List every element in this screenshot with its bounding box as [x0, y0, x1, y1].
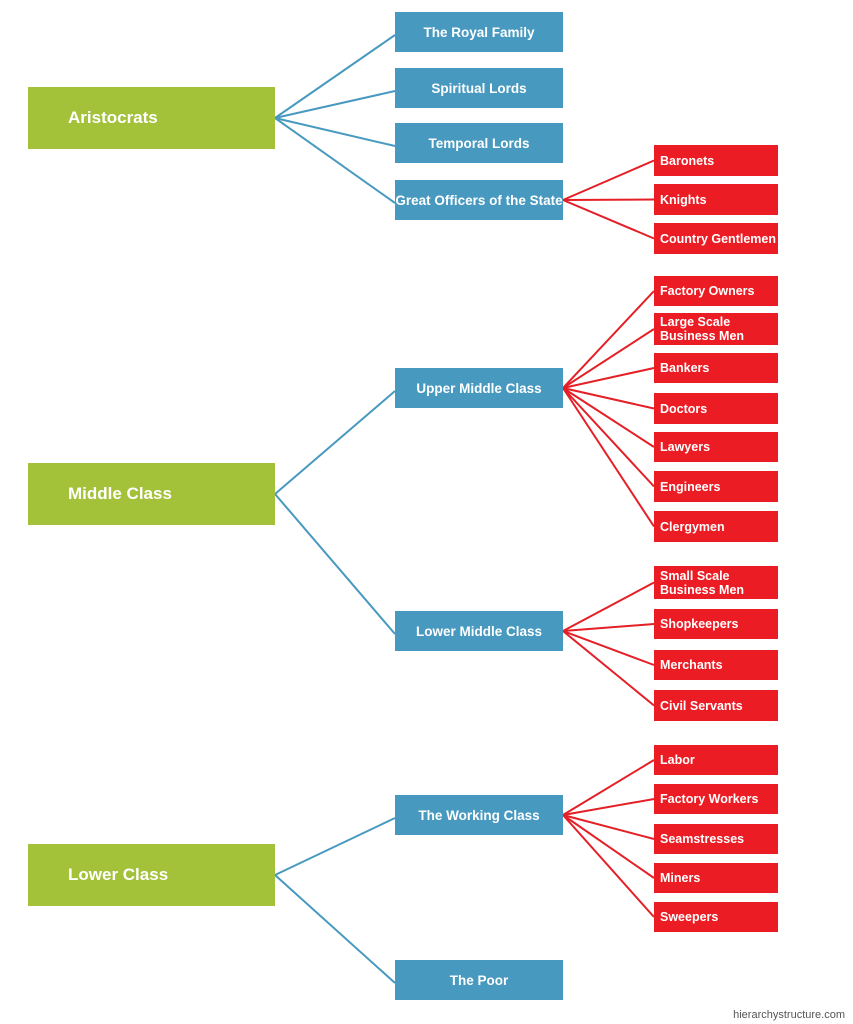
level3-box-shopkeepers-label: Shopkeepers — [660, 617, 739, 631]
connector-middle-class-to-upper-middle-class — [274, 390, 396, 495]
connector-lower-class-to-the-poor — [274, 874, 396, 984]
connector-the-working-class-to-labor — [562, 759, 655, 816]
level3-box-large-scale-business-men: Large Scale Business Men — [654, 313, 778, 345]
level2-box-upper-middle-class-label: Upper Middle Class — [416, 380, 542, 396]
connector-the-working-class-to-seamstresses — [562, 814, 655, 840]
connector-the-working-class-to-factory-workers — [562, 798, 655, 816]
level3-box-merchants: Merchants — [654, 650, 778, 680]
level3-box-civil-servants: Civil Servants — [654, 690, 778, 721]
level3-box-factory-owners-label: Factory Owners — [660, 284, 755, 298]
level3-box-factory-workers: Factory Workers — [654, 784, 778, 814]
level3-box-sweepers-label: Sweepers — [660, 910, 719, 924]
level3-box-doctors: Doctors — [654, 393, 778, 424]
level3-box-labor-label: Labor — [660, 753, 695, 767]
level3-box-knights: Knights — [654, 184, 778, 215]
level3-box-bankers-label: Bankers — [660, 361, 710, 375]
level2-box-upper-middle-class: Upper Middle Class — [395, 368, 563, 408]
level1-box-middle-class-label: Middle Class — [68, 484, 172, 503]
level1-box-aristocrats: Aristocrats — [28, 87, 275, 149]
level3-box-lawyers-label: Lawyers — [660, 440, 711, 454]
level3-box-small-scale-business-men-label: Small Scale Business Men — [660, 568, 745, 597]
level3-box-clergymen-label: Clergymen — [660, 519, 725, 534]
connector-upper-middle-class-to-lawyers — [562, 387, 655, 448]
level3-box-lawyers: Lawyers — [654, 432, 778, 462]
level2-box-the-poor-label: The Poor — [449, 972, 509, 988]
level1-box-middle-class: Middle Class — [28, 463, 275, 525]
level3-box-miners-label: Miners — [660, 871, 701, 885]
connector-middle-class-to-lower-middle-class — [274, 493, 396, 635]
connector-aristocrats-to-the-royal-family — [274, 34, 396, 119]
connector-lower-middle-class-to-civil-servants — [562, 630, 655, 707]
connector-great-officers-of-the-state-to-country-gentlemen — [562, 199, 655, 240]
level1-box-lower-class-label: Lower Class — [68, 865, 169, 884]
level1-box-lower-class: Lower Class — [28, 844, 275, 906]
level2-box-spiritual-lords-label: Spiritual Lords — [431, 80, 527, 96]
level2-box-lower-middle-class: Lower Middle Class — [395, 611, 563, 651]
level2-box-the-royal-family: The Royal Family — [395, 12, 563, 52]
level3-box-miners: Miners — [654, 863, 778, 893]
watermark: hierarchystructure.com — [733, 1009, 845, 1021]
level2-box-the-working-class-label: The Working Class — [418, 807, 540, 823]
level3-box-doctors-label: Doctors — [660, 401, 708, 416]
level3-box-labor: Labor — [654, 745, 778, 775]
connector-the-working-class-to-sweepers — [562, 814, 655, 918]
level3-box-large-scale-business-men-label: Large Scale Business Men — [660, 315, 745, 343]
connector-aristocrats-to-great-officers-of-the-state — [274, 117, 396, 204]
level1-box-aristocrats-label: Aristocrats — [68, 108, 158, 127]
connector-great-officers-of-the-state-to-knights — [562, 198, 655, 201]
level3-box-clergymen: Clergymen — [654, 511, 778, 542]
level3-box-small-scale-business-men: Small Scale Business Men — [654, 566, 778, 599]
level3-box-engineers-label: Engineers — [660, 479, 721, 494]
level3-box-baronets: Baronets — [654, 145, 778, 176]
level2-box-great-officers-of-the-state: Great Officers of the State — [395, 180, 563, 220]
connector-lower-class-to-the-working-class — [274, 817, 396, 876]
connector-aristocrats-to-spiritual-lords — [274, 90, 396, 119]
connector-the-working-class-to-miners — [562, 814, 655, 879]
level3-box-bankers: Bankers — [654, 353, 778, 383]
level2-box-the-royal-family-label: The Royal Family — [423, 24, 535, 40]
level2-box-spiritual-lords: Spiritual Lords — [395, 68, 563, 108]
connector-upper-middle-class-to-clergymen — [562, 387, 655, 528]
level3-box-sweepers: Sweepers — [654, 902, 778, 932]
level2-box-the-poor: The Poor — [395, 960, 563, 1000]
connector-upper-middle-class-to-large-scale-business-men — [562, 328, 655, 389]
level3-box-engineers: Engineers — [654, 471, 778, 502]
connector-lower-middle-class-to-shopkeepers — [562, 623, 655, 632]
level3-box-knights-label: Knights — [660, 192, 707, 207]
connector-lower-middle-class-to-merchants — [562, 630, 655, 666]
level3-box-civil-servants-label: Civil Servants — [660, 698, 743, 713]
connector-upper-middle-class-to-bankers — [562, 367, 655, 389]
connector-aristocrats-to-temporal-lords — [274, 117, 396, 147]
level3-box-factory-owners: Factory Owners — [654, 276, 778, 306]
level3-box-country-gentlemen-label: Country Gentlemen — [660, 231, 776, 246]
connector-upper-middle-class-to-doctors — [562, 387, 655, 410]
level3-box-merchants-label: Merchants — [660, 658, 723, 672]
connector-upper-middle-class-to-factory-owners — [562, 290, 655, 389]
level3-box-seamstresses-label: Seamstresses — [660, 832, 745, 846]
level3-box-shopkeepers: Shopkeepers — [654, 609, 778, 639]
level2-box-temporal-lords: Temporal Lords — [395, 123, 563, 163]
level2-box-the-working-class: The Working Class — [395, 795, 563, 835]
level3-box-factory-workers-label: Factory Workers — [660, 792, 759, 806]
level2-box-temporal-lords-label: Temporal Lords — [428, 135, 530, 151]
level2-box-great-officers-of-the-state-label: Great Officers of the State — [395, 192, 563, 208]
level3-box-country-gentlemen: Country Gentlemen — [654, 223, 778, 254]
connector-upper-middle-class-to-engineers — [562, 387, 655, 488]
connector-great-officers-of-the-state-to-baronets — [562, 159, 655, 201]
level3-box-seamstresses: Seamstresses — [654, 824, 778, 854]
connector-lower-middle-class-to-small-scale-business-men — [562, 581, 655, 632]
level2-box-lower-middle-class-label: Lower Middle Class — [415, 623, 543, 639]
level3-box-baronets-label: Baronets — [660, 153, 715, 168]
